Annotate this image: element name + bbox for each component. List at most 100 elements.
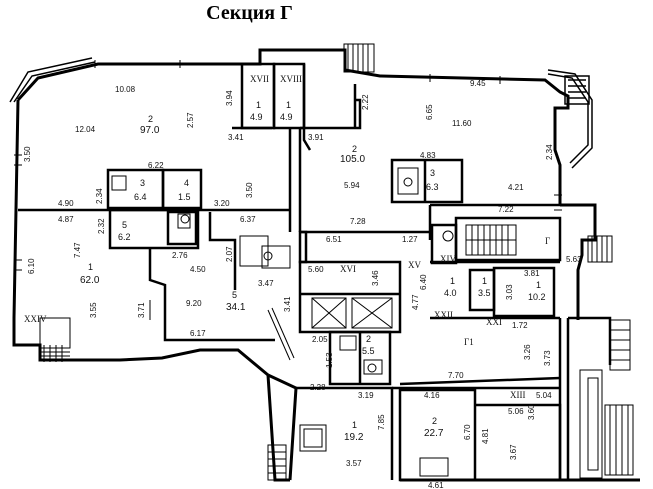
room-area: 10.2 bbox=[528, 292, 546, 302]
room-number: 2 bbox=[148, 114, 153, 124]
top-stair bbox=[343, 43, 375, 73]
dimension-label: 6.10 bbox=[27, 258, 36, 274]
room-area: 62.0 bbox=[80, 275, 100, 286]
dimension-label: 6.37 bbox=[240, 215, 256, 224]
room-number: 3 bbox=[430, 168, 435, 178]
room-labels: 2 97.0 2 105.0 1 62.0 1 4.9 1 4.9 3 6.4 … bbox=[80, 100, 546, 443]
room-number: 1 bbox=[286, 100, 291, 110]
plan-title-text: Секция Г bbox=[206, 2, 293, 24]
label-g1: Г1 bbox=[464, 337, 474, 347]
dimension-label: 3.67 bbox=[509, 444, 518, 460]
dimension-label: 3.73 bbox=[543, 350, 552, 366]
room-area: 1.5 bbox=[178, 192, 191, 202]
room-number: 1 bbox=[88, 262, 93, 272]
room-number: 1 bbox=[256, 100, 261, 110]
dimension-label: 7.70 bbox=[448, 371, 464, 380]
room-area: 22.7 bbox=[424, 428, 444, 439]
dimension-label: 4.21 bbox=[508, 183, 524, 192]
dimension-label: 3.55 bbox=[89, 302, 98, 318]
dimension-label: 9.20 bbox=[186, 299, 202, 308]
dimension-label: 4.81 bbox=[481, 428, 490, 444]
room-number: 5 bbox=[122, 220, 127, 230]
room-number: 4 bbox=[184, 178, 189, 188]
inner-walls bbox=[18, 62, 612, 482]
room-area: 3.5 bbox=[478, 288, 491, 298]
dimension-label: 2.07 bbox=[225, 246, 234, 262]
dimension-label: 7.28 bbox=[350, 217, 366, 226]
dimension-label: 10.08 bbox=[115, 85, 136, 94]
bay-window-right bbox=[547, 69, 593, 169]
dimension-label: 2.34 bbox=[545, 144, 554, 160]
dimension-label: 5.04 bbox=[536, 391, 552, 400]
roman-labels: XVII XVIII XVI XV XIV XXIV XXII XXI XIII… bbox=[24, 74, 550, 400]
dimension-label: 3.91 bbox=[308, 133, 324, 142]
room-area: 5.5 bbox=[362, 346, 375, 356]
dimension-label: 3.20 bbox=[214, 199, 230, 208]
detail-walls bbox=[14, 60, 634, 481]
dimension-label: 2.76 bbox=[172, 251, 188, 260]
room-number: 1 bbox=[536, 280, 541, 290]
dimension-label: 6.51 bbox=[326, 235, 342, 244]
dimension-label: 6.65 bbox=[425, 104, 434, 120]
dimension-label: 6.17 bbox=[190, 329, 206, 338]
dimension-label: 4.16 bbox=[424, 391, 440, 400]
room-number: 2 bbox=[366, 334, 371, 344]
label-xiv: XIV bbox=[440, 254, 456, 264]
dimension-label: 7.85 bbox=[377, 414, 386, 430]
dimension-label: 6.40 bbox=[419, 274, 428, 290]
room-area: 105.0 bbox=[340, 154, 365, 165]
outer-walls bbox=[12, 48, 640, 482]
dimension-label: 2.22 bbox=[361, 94, 370, 110]
label-xxii: XXII bbox=[434, 310, 453, 320]
bay-window-left bbox=[9, 57, 96, 103]
dimension-label: 3.50 bbox=[245, 182, 254, 198]
label-xv: XV bbox=[408, 260, 421, 270]
room-area: 4.9 bbox=[280, 112, 293, 122]
dimension-label: 3.50 bbox=[23, 146, 32, 162]
dimension-label: 1.53 bbox=[325, 352, 334, 368]
dimension-label: 4.87 bbox=[58, 215, 74, 224]
room-area: 6.3 bbox=[426, 182, 439, 192]
dimension-label: 11.60 bbox=[452, 119, 472, 128]
dimension-label: 2.57 bbox=[186, 112, 195, 128]
label-xxi: XXI bbox=[486, 317, 502, 327]
dimension-label: 3.94 bbox=[225, 90, 234, 106]
room-number: 1 bbox=[352, 420, 357, 430]
dimension-label: 2.28 bbox=[310, 383, 326, 392]
room-area: 97.0 bbox=[140, 125, 160, 136]
dimension-label: 4.77 bbox=[411, 294, 420, 310]
dimension-label: 4.50 bbox=[190, 265, 206, 274]
dimension-label: 2.05 bbox=[312, 335, 328, 344]
plan-title: Секция Г bbox=[0, 0, 653, 26]
room-area: 6.2 bbox=[118, 232, 131, 242]
label-xviii: XVIII bbox=[280, 74, 302, 84]
dimension-label: 3.47 bbox=[258, 279, 274, 288]
label-g: Г bbox=[545, 236, 550, 246]
room-area: 4.0 bbox=[444, 288, 457, 298]
dimension-label: 3.71 bbox=[137, 302, 146, 318]
dimension-label: 1.72 bbox=[512, 321, 528, 330]
dimension-label: 3.46 bbox=[371, 270, 380, 286]
room-number: 2 bbox=[432, 416, 437, 426]
dimension-label: 5.06 bbox=[508, 407, 524, 416]
dimension-label: 4.61 bbox=[428, 481, 444, 489]
dimension-label: 9.45 bbox=[470, 79, 486, 88]
room-number: 3 bbox=[140, 178, 145, 188]
dimension-label: 12.04 bbox=[75, 125, 96, 134]
room-number: 5 bbox=[232, 290, 237, 300]
dimension-label: 5.60 bbox=[308, 265, 324, 274]
dimension-label: 3.19 bbox=[358, 391, 374, 400]
dimension-label: 5.94 bbox=[344, 181, 360, 190]
dimension-label: 3.26 bbox=[523, 344, 532, 360]
dimension-label: 7.22 bbox=[498, 205, 514, 214]
room-area: 6.4 bbox=[134, 192, 147, 202]
dimension-label: 7.47 bbox=[73, 242, 82, 258]
dimension-label: 6.22 bbox=[148, 161, 164, 170]
dimension-labels: 10.08 12.04 3.50 2.57 3.94 3.41 3.91 9.4… bbox=[23, 79, 582, 489]
dimension-label: 3.03 bbox=[505, 284, 514, 300]
dimension-label: 3.57 bbox=[346, 459, 362, 468]
dimension-label: 1.27 bbox=[402, 235, 418, 244]
dimension-label: 2.32 bbox=[97, 218, 106, 234]
room-area: 19.2 bbox=[344, 432, 364, 443]
